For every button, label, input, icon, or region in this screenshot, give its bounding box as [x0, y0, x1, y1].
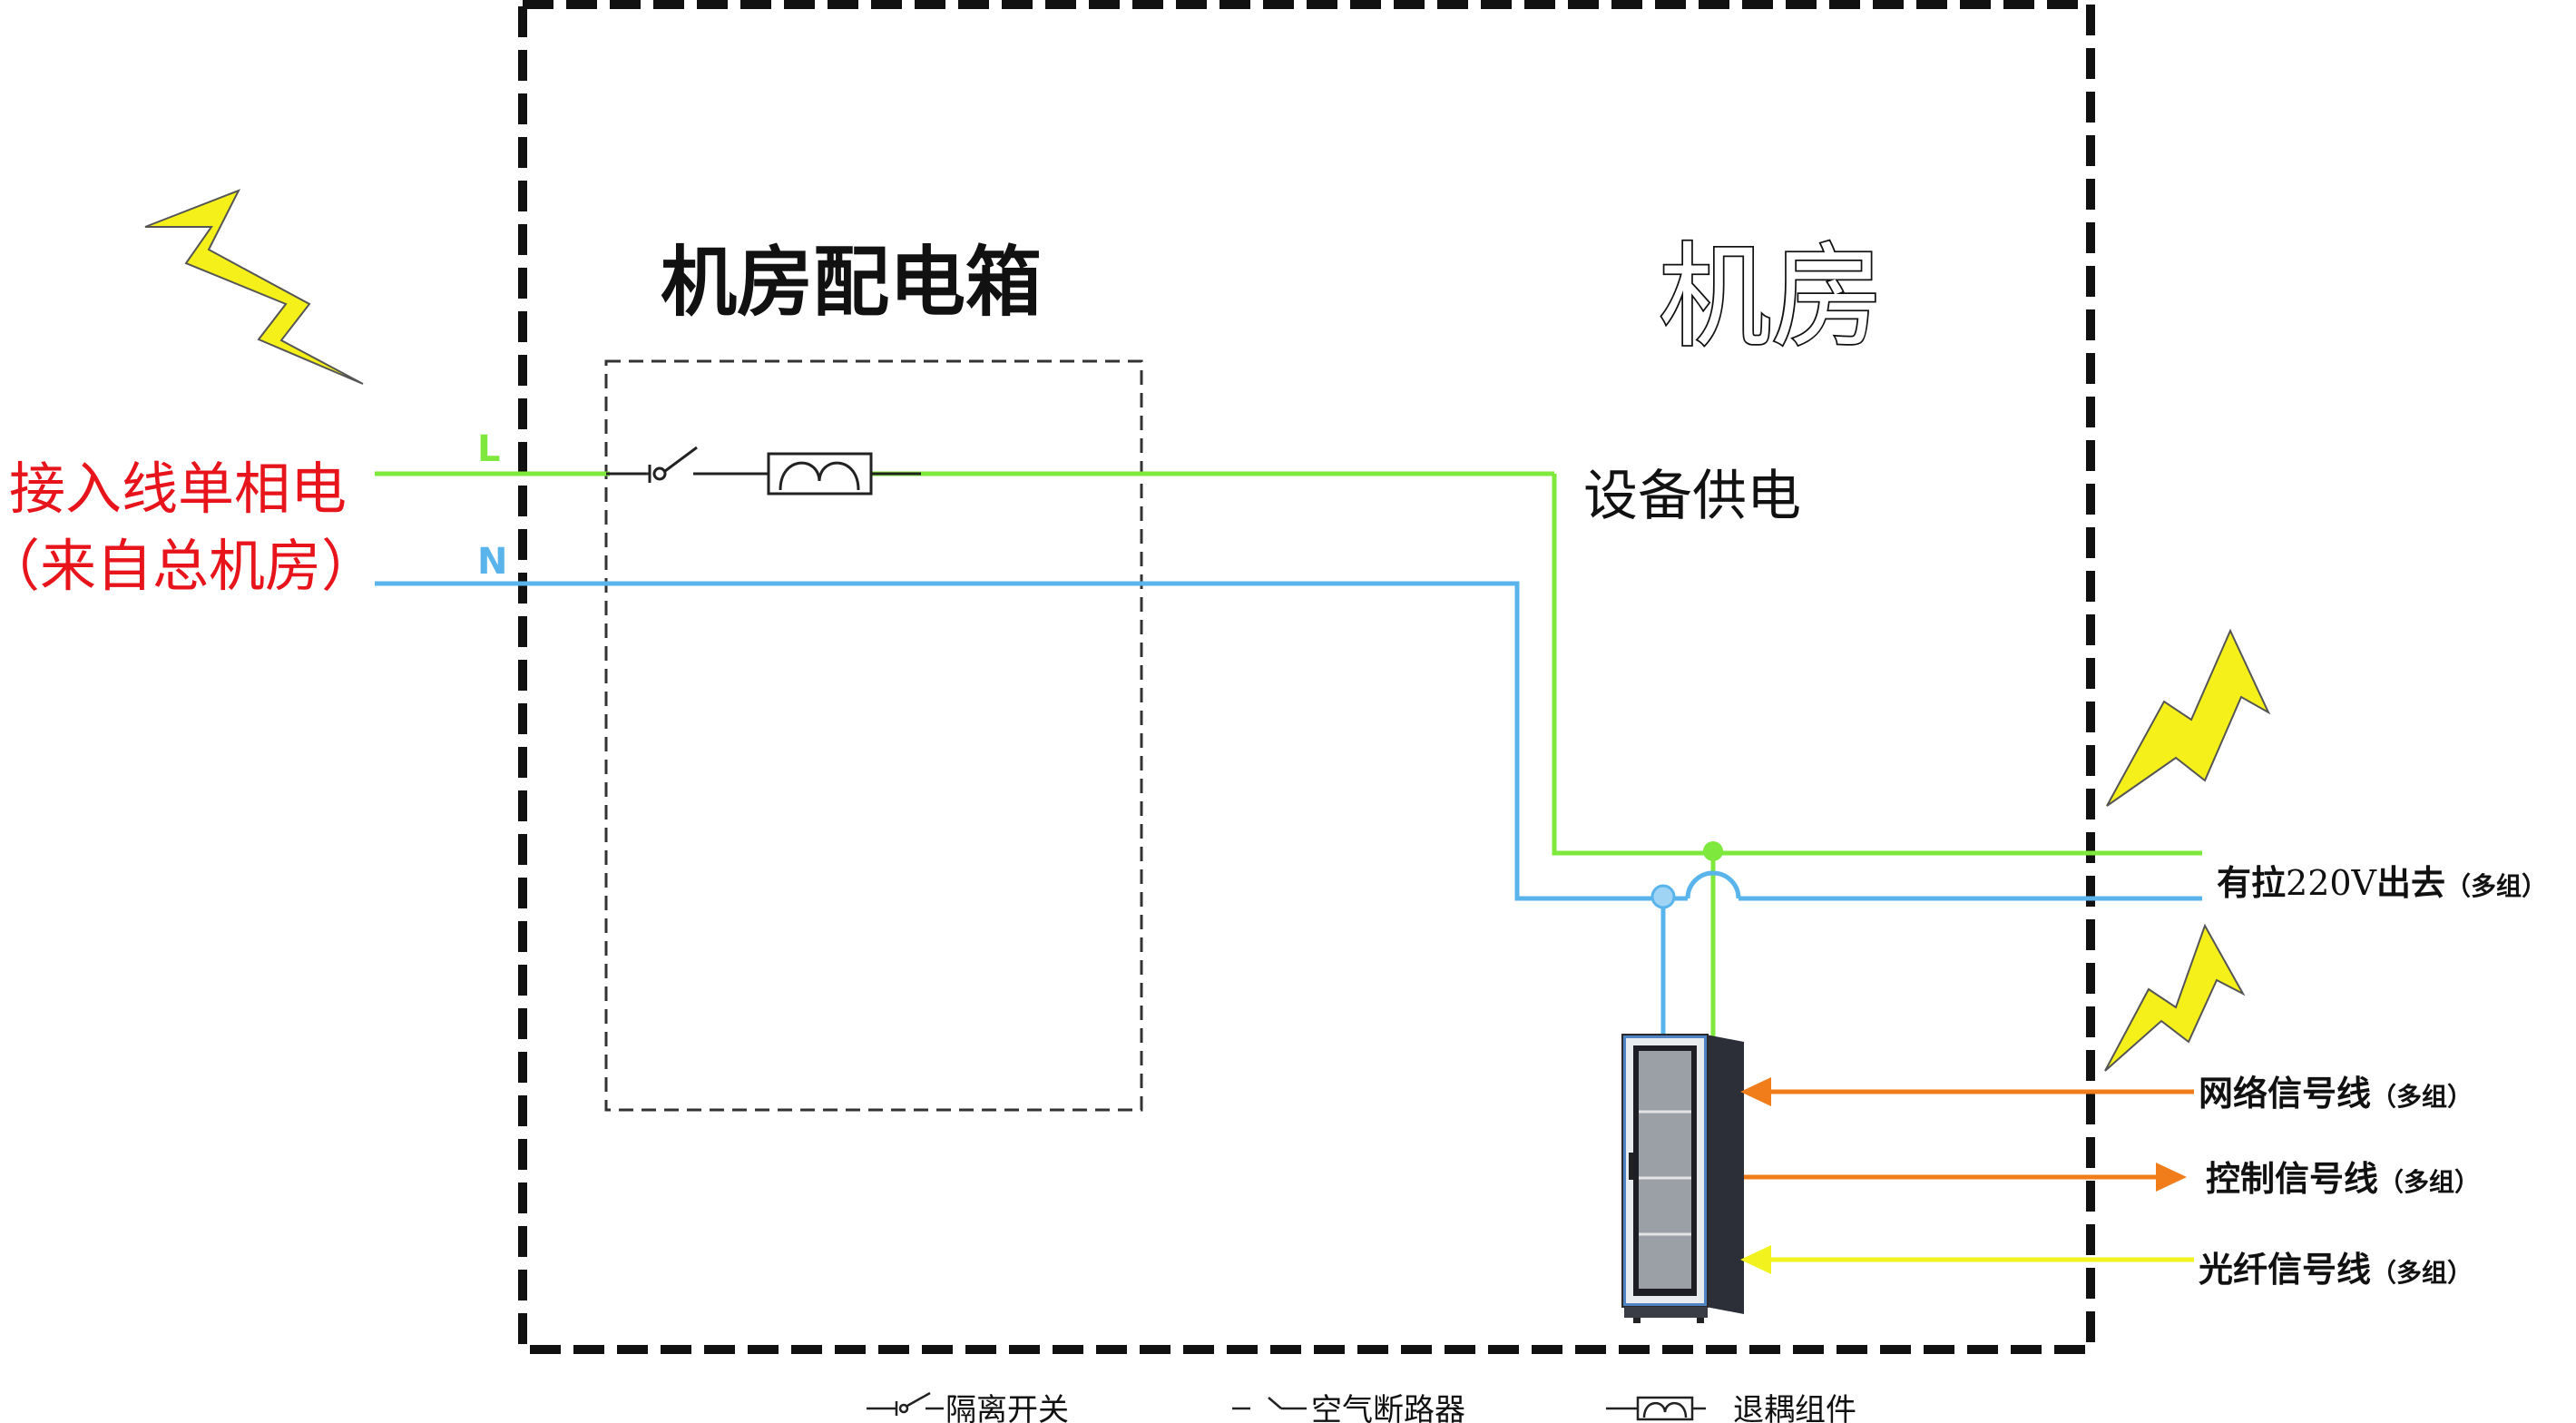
legend-isolation-switch-symbol	[867, 1391, 944, 1416]
legend-air-breaker-label: 空气断路器	[1311, 1392, 1465, 1423]
legend-air-breaker-symbol	[1232, 1397, 1307, 1410]
lightning-bolt-icon	[144, 189, 364, 385]
power-output-label: 有拉220V出去（多组）	[2217, 863, 2547, 903]
legend-isolation-switch-label: 隔离开关	[945, 1392, 1069, 1423]
fiber-signal-label: 光纤信号线（多组）	[2199, 1250, 2473, 1290]
legend-decoupling-symbol	[1606, 1396, 1706, 1421]
live-junction-dot	[1703, 841, 1723, 861]
machine-room-title: 机房	[1659, 232, 1884, 363]
server-cabinet	[1621, 1034, 1744, 1323]
network-signal-line	[1740, 1077, 2194, 1106]
distribution-box-title: 机房配电箱	[661, 238, 1042, 327]
control-signal-line	[1744, 1163, 2187, 1192]
incoming-source-label: （来自总机房）	[0, 533, 377, 599]
incoming-line-label: 接入线单相电	[9, 456, 347, 522]
equipment-power-label: 设备供电	[1583, 465, 1801, 528]
legend-decoupling-label: 退耦组件	[1733, 1392, 1856, 1423]
neutral-line-label: N	[477, 541, 507, 583]
live-line	[375, 471, 2202, 1042]
control-signal-label: 控制信号线（多组）	[2206, 1159, 2480, 1199]
distribution-box-boundary	[604, 359, 1143, 1112]
decoupling-component-symbol	[717, 452, 921, 496]
lightning-bolt-icon	[2106, 628, 2271, 807]
neutral-line	[375, 581, 2202, 1042]
machine-room-boundary	[518, 0, 2095, 1354]
network-signal-label: 网络信号线（多组）	[2199, 1074, 2473, 1114]
fiber-signal-line	[1740, 1245, 2194, 1274]
legend: 隔离开关 空气断路器 退耦组件	[867, 1391, 1856, 1423]
lightning-bolt-icon	[2104, 923, 2246, 1072]
isolation-switch-symbol	[606, 446, 769, 483]
neutral-junction-dot	[1650, 884, 1676, 909]
live-line-label: L	[477, 428, 501, 470]
